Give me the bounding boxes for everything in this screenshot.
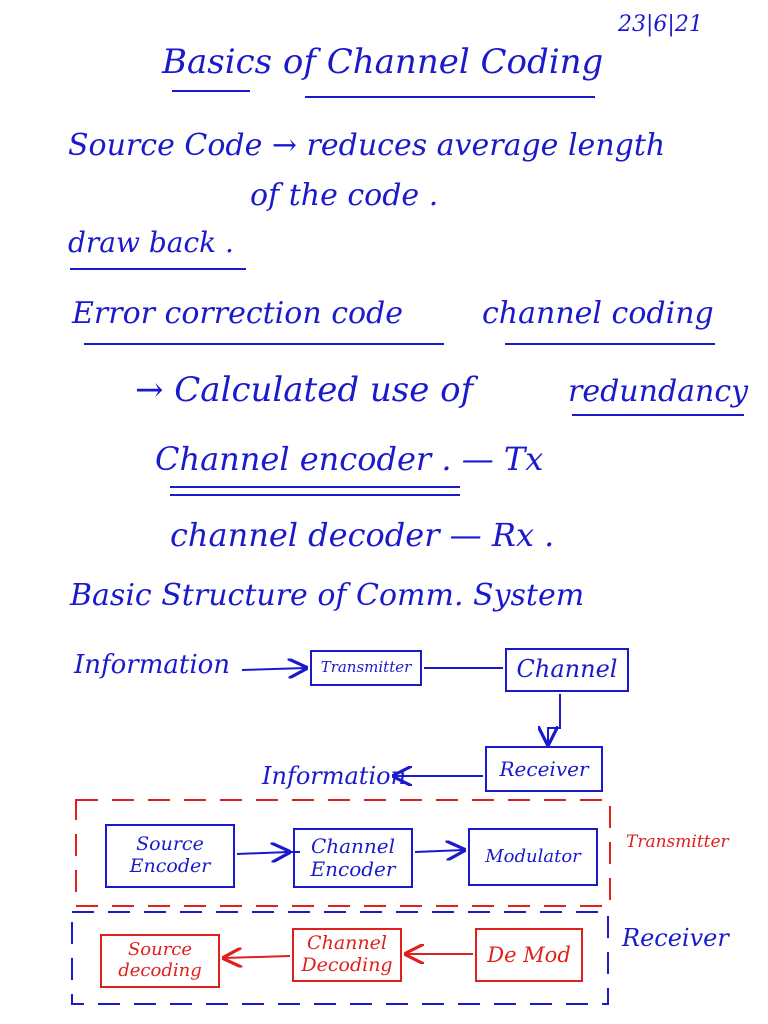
- modulator-box: Modulator: [468, 828, 598, 886]
- title-underline-1: [172, 90, 250, 92]
- error-correction-heading: Error correction code: [72, 296, 404, 331]
- arrow-channel-to-receiver: [548, 694, 561, 744]
- channel-box: Channel: [505, 648, 629, 692]
- channel-decoder-line: channel decoder — Rx .: [170, 516, 555, 554]
- channel-coding-underline: [505, 343, 715, 345]
- basic-structure-heading: Basic Structure of Comm. System: [70, 578, 585, 613]
- title-underline-2: [305, 96, 595, 98]
- source-decoding-box: Source decoding: [100, 934, 220, 988]
- drawback-label: draw back .: [68, 226, 234, 259]
- encoder-underline-1: [170, 486, 460, 488]
- redundancy-underline: [572, 414, 744, 416]
- receiver-box: Receiver: [485, 746, 603, 792]
- diagram-information-output: Information: [262, 762, 407, 790]
- date-label: 23|6|21: [618, 12, 703, 37]
- drawback-underline: [70, 268, 246, 270]
- channel-encoder-box: Channel Encoder: [293, 828, 413, 888]
- arrow-channel-encoder-to-modulator: [414, 850, 464, 852]
- channel-decoding-box: Channel Decoding: [292, 928, 402, 982]
- demod-box: De Mod: [475, 928, 583, 982]
- calculated-redundancy-prefix: → Calculated use of: [135, 370, 474, 410]
- source-code-line: Source Code → reduces average length: [68, 128, 666, 163]
- transmitter-section-frame: [75, 799, 611, 907]
- page-title: Basics of Channel Coding: [162, 42, 604, 82]
- arrow-channel-decoding-to-source: [224, 956, 291, 958]
- transmitter-section-label: Transmitter: [626, 832, 729, 852]
- channel-coding-heading: channel coding: [482, 296, 714, 331]
- arrow-source-to-channel-encoder: [236, 852, 289, 854]
- error-correction-underline: [84, 343, 444, 345]
- receiver-section-label: Receiver: [622, 924, 729, 952]
- channel-encoder-line: Channel encoder . — Tx: [155, 440, 544, 478]
- arrow-info-to-transmitter: [241, 668, 306, 670]
- source-code-line-cont: of the code .: [250, 178, 439, 213]
- source-encoder-box: Source Encoder: [105, 824, 235, 888]
- diagram-information-input: Information: [74, 650, 231, 680]
- encoder-underline-2: [170, 494, 460, 496]
- receiver-section-frame: [71, 911, 609, 1005]
- transmitter-box: Transmitter: [310, 650, 422, 686]
- redundancy-word: redundancy: [568, 374, 749, 409]
